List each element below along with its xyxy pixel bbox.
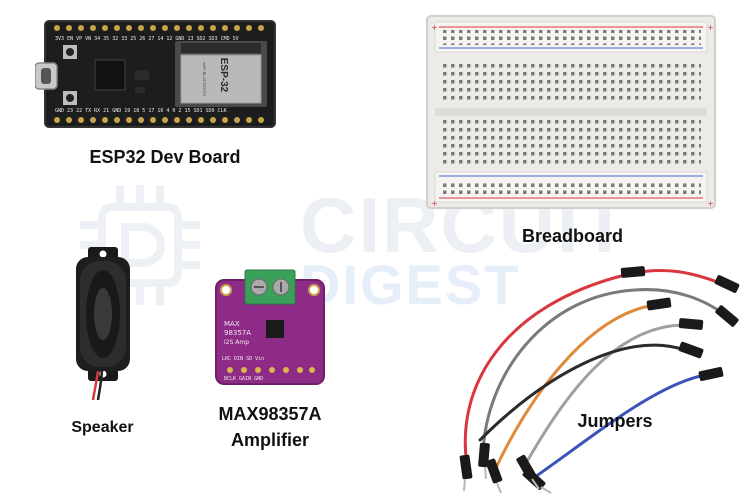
watermark-line2: DIGEST — [300, 253, 521, 316]
breadboard-label: Breadboard — [521, 226, 624, 246]
svg-text:+: + — [707, 199, 714, 208]
amplifier-label-line1: MAX98357A — [218, 404, 322, 424]
svg-text:+: + — [707, 23, 714, 32]
amplifier-board: MAX 98357A I2S Amp LRC DIN SD Vin BCLK G… — [215, 269, 325, 385]
amplifier-label-line2: Amplifier — [230, 430, 309, 450]
esp32-top-pin-labels: 3V3 EN VP VN 34 35 32 33 25 26 27 14 12 … — [55, 36, 239, 42]
jumpers-label: Jumpers — [577, 411, 653, 431]
esp32-label: ESP32 Dev Board — [89, 147, 241, 167]
amp-pins-top: LRC DIN SD Vin — [222, 356, 264, 362]
amp-board-text-3: I2S Amp — [224, 339, 249, 346]
amp-pins-bottom: BCLK GAIN GND — [224, 376, 263, 382]
svg-text:+: + — [431, 199, 438, 208]
svg-text:+: + — [431, 23, 438, 32]
amp-board-text-2: 98357A — [224, 329, 251, 337]
esp32-module-text: ESP-32 — [218, 58, 229, 93]
esp32-bottom-pin-labels: GND 23 22 TX RX 21 GND 19 18 5 17 16 4 0… — [55, 108, 227, 114]
esp32-board: 3V3 EN VP VN 34 35 32 33 25 26 27 14 12 … — [35, 20, 276, 128]
breadboard: + + + + — [426, 15, 716, 209]
amp-board-text-1: MAX — [224, 320, 240, 328]
jumper-wires — [459, 266, 740, 494]
speaker-label: Speaker — [71, 419, 134, 436]
esp32-module-subtext: WIFI BLUETOOTH — [202, 62, 207, 96]
speaker — [76, 247, 130, 400]
